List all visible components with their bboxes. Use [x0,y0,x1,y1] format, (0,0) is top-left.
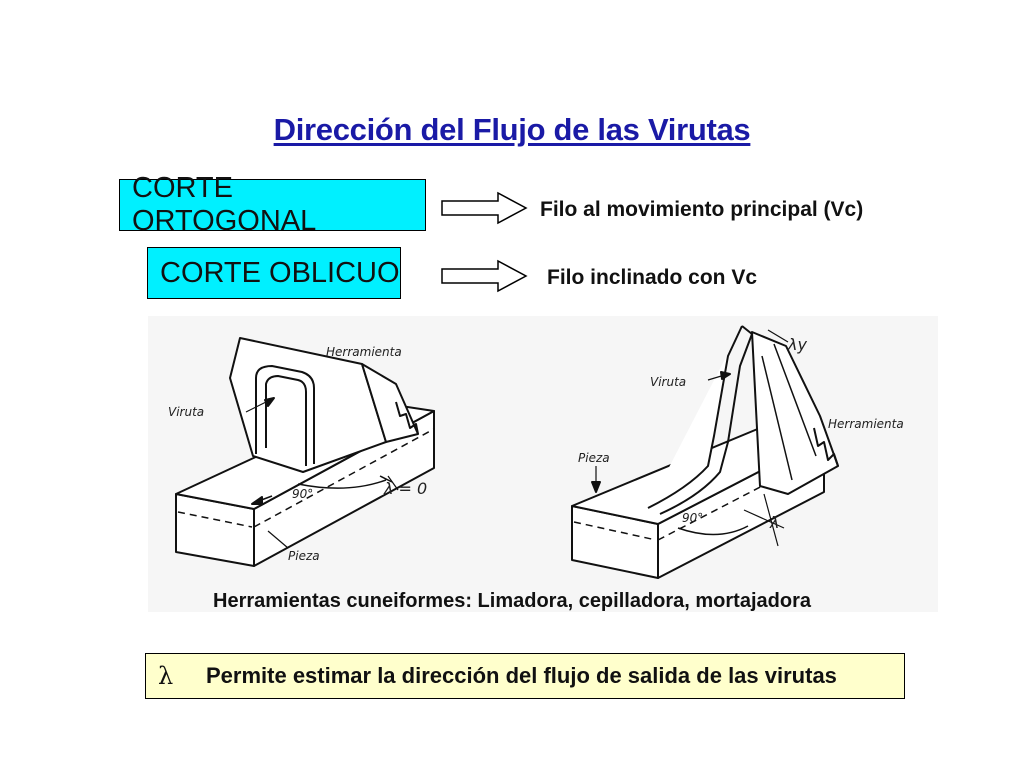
lambda-y-label-right: λy [787,335,807,354]
lambda-note-box: λ Permite estimar la dirección del flujo… [145,653,905,699]
page-title: Dirección del Flujo de las Virutas [273,112,751,147]
herramienta-label-left: Herramienta [326,345,402,359]
orthogonal-cut-figure [175,337,435,567]
corte-oblicuo-description: Filo inclinado con Vc [547,266,758,289]
oblique-cut-figure [571,325,839,579]
corte-ortogonal-description: Filo al movimiento principal (Vc) [540,198,864,221]
angle-label-left: 90° [292,487,313,501]
lambda-label-left: λ = 0 [383,479,427,498]
angle-label-right: 90° [682,511,703,525]
lambda-note-text: Permite estimar la dirección del flujo d… [206,663,837,688]
viruta-label-right: Viruta [650,375,686,389]
pieza-label-left: Pieza [288,549,320,563]
viruta-label-left: Viruta [168,405,204,419]
corte-oblicuo-box: CORTE OBLICUO [147,247,401,299]
corte-ortogonal-label: CORTE ORTOGONAL [132,172,317,237]
lambda-label-right: λ [769,513,779,532]
arrow-right-icon [441,191,528,225]
herramienta-label-right: Herramienta [828,417,904,431]
pieza-label-right: Pieza [578,451,610,465]
corte-oblicuo-label: CORTE OBLICUO [160,256,400,289]
arrow-right-icon [441,259,528,293]
lambda-symbol: λ [158,662,174,690]
corte-ortogonal-box: CORTE ORTOGONAL [119,172,426,237]
figure-caption: Herramientas cuneiformes: Limadora, cepi… [213,590,811,612]
cutting-diagrams: Herramienta Viruta Pieza 90° λ = 0 λy Vi… [148,316,938,612]
